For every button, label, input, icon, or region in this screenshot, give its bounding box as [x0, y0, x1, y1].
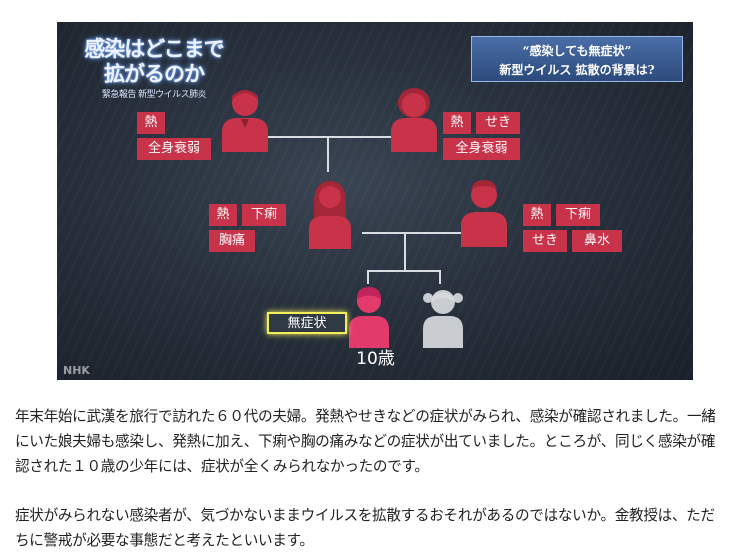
tree-line-parents-down: [404, 232, 406, 270]
grandfather-symptom-weakness: 全身衰弱: [137, 138, 211, 160]
father-symptom-fever: 熱: [523, 204, 551, 226]
tree-line-grandparents-down: [327, 136, 329, 172]
mother-icon: [307, 177, 353, 249]
grandmother-icon: [387, 84, 441, 152]
father-symptom-cough: せき: [523, 230, 567, 252]
nhk-logo: NHK: [63, 364, 90, 377]
program-subtitle: 緊急報告 新型ウイルス肺炎: [101, 90, 207, 100]
father-symptom-diarrhea: 下痢: [556, 204, 600, 226]
mother-symptom-chest-pain: 胸痛: [209, 230, 255, 252]
tree-line-children: [367, 270, 440, 272]
tree-line-grandparents: [267, 136, 417, 138]
news-graphic: 感染はどこまで拡がるのか 緊急報告 新型ウイルス肺炎 “感染しても無症状” 新型…: [57, 22, 693, 380]
asymptomatic-label: 無症状: [267, 312, 347, 334]
tree-line-parents: [362, 232, 477, 234]
boy-age-label: 10歳: [356, 349, 395, 369]
mother-symptom-diarrhea: 下痢: [242, 204, 286, 226]
mother-symptom-fever: 熱: [209, 204, 237, 226]
tree-line-girl: [439, 270, 441, 284]
article-paragraph: 年末年始に武漢を旅行で訪れた６０代の夫婦。発熱やせきなどの症状がみられ、感染が確…: [15, 408, 716, 475]
topic-caption-line1: “感染しても無症状”: [522, 44, 632, 58]
girl-icon: [421, 284, 465, 348]
program-title: 感染はどこまで拡がるのか 緊急報告 新型ウイルス肺炎: [79, 36, 229, 100]
topic-caption-line2: 新型ウイルス 拡散の背景は?: [499, 63, 655, 77]
grandmother-symptom-weakness: 全身衰弱: [443, 138, 520, 160]
article-paragraph: 症状がみられない感染者が、気づかないままウイルスを拡散するおそれがあるのではない…: [15, 507, 715, 549]
program-title-main: 感染はどこまで拡がるのか: [84, 36, 224, 86]
tree-line-boy: [367, 270, 369, 284]
topic-caption: “感染しても無症状” 新型ウイルス 拡散の背景は?: [471, 36, 683, 82]
grandmother-symptom-cough: せき: [476, 112, 520, 134]
father-symptom-runny-nose: 鼻水: [572, 230, 622, 252]
boy-icon: [347, 284, 391, 348]
grandfather-icon: [220, 86, 270, 152]
grandfather-symptom-fever: 熱: [137, 112, 165, 134]
grandmother-symptom-fever: 熱: [443, 112, 471, 134]
father-icon: [459, 177, 509, 247]
